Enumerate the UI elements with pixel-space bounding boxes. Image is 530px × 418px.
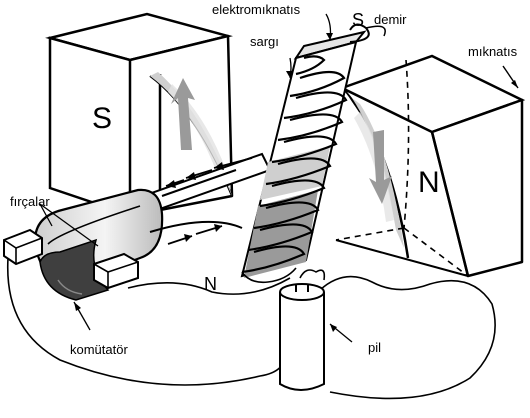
commutator-assembly — [3, 188, 243, 331]
label-sargi: sargı — [250, 34, 279, 49]
label-elektromiknatis: elektromıknatıs — [212, 2, 301, 17]
label-electromagnet-n-pole: N — [204, 274, 217, 294]
left-magnet-s — [45, 12, 234, 217]
label-pil: pil — [368, 340, 381, 355]
label-fircalar: fırçalar — [10, 194, 50, 209]
label-komutator: komütatör — [70, 342, 128, 357]
circuit-wires — [6, 257, 496, 400]
electromagnet — [240, 13, 386, 278]
battery — [279, 283, 353, 391]
label-magnet-n-pole: N — [418, 166, 440, 199]
label-electromagnet-s-pole: S — [352, 10, 364, 30]
label-demir: demir — [374, 12, 407, 27]
right-magnet-n — [335, 54, 526, 278]
label-magnet-s-pole: S — [92, 102, 112, 135]
label-miknatis: mıknatıs — [468, 44, 518, 59]
